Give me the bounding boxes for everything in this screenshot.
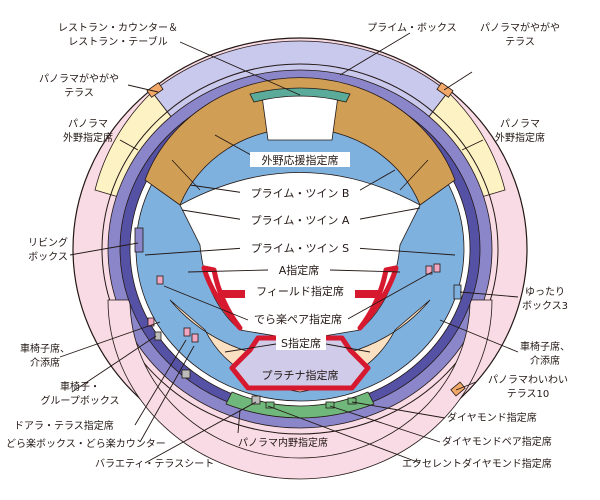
label-outfield-right-line1: パノラマ: [500, 118, 540, 130]
diamond-seats: [225, 391, 375, 419]
label-door-terrace: ドアラ・テラス指定席: [14, 419, 114, 432]
label-wheelchair-left-line2: 介添席: [30, 356, 60, 369]
label-waiwai-line2: テラス10: [507, 388, 550, 400]
label-prime-twin-b: プライム・ツイン B: [251, 187, 350, 200]
exterior-labels: プライム・ボックス レストラン・カウンター＆ レストラン・テーブル パノラマがや…: [6, 21, 570, 470]
label-wheel-group-line1: 車椅子・: [60, 380, 100, 393]
label-outfield-right-line2: 外野指定席: [495, 131, 545, 144]
label-field-reserved: フィールド指定席: [256, 284, 344, 298]
label-yuttari-line2: ボックス3: [522, 300, 568, 312]
label-diamond: ダイヤモンド指定席: [447, 411, 537, 424]
label-outfield-left-line2: 外野指定席: [63, 131, 113, 144]
label-restaurant-line1: レストラン・カウンター＆: [58, 22, 178, 34]
label-deraraku-box: どら楽ボックス・どら楽カウンター: [6, 437, 166, 450]
label-deraraku-pair: でら楽ペア指定席: [254, 312, 342, 326]
gaya-terrace-right: [436, 82, 454, 98]
label-yuttari-line1: ゆったり: [525, 286, 565, 298]
label-panorama-infield: パノラマ内野指定席: [238, 436, 328, 449]
label-wheelchair-right-line2: 介添席: [530, 354, 560, 367]
interior-labels: 外野応援指定席 プライム・ツイン B プライム・ツイン A プライム・ツイン S…: [240, 152, 360, 382]
label-prime-twin-a: プライム・ツイン A: [251, 214, 350, 227]
label-gaya-left-line1: パノラマがやがや: [39, 72, 119, 85]
field-wing-left: [201, 265, 243, 331]
label-restaurant-line2: レストラン・テーブル: [68, 35, 167, 48]
label-excellent-diamond: エクセレントダイヤモンド指定席: [402, 457, 552, 470]
label-prime-box: プライム・ボックス: [367, 22, 457, 34]
label-prime-twin-s: プライム・ツイン S: [251, 242, 349, 255]
outfield-cheer-seats: [144, 77, 456, 206]
label-diamond-pair: ダイヤモンドペア指定席: [442, 435, 552, 448]
label-gaya-right-line1: パノラマがやがや: [480, 21, 560, 34]
label-wheelchair-left-line1: 車椅子席、: [20, 342, 70, 355]
label-gaya-left-line2: テラス: [64, 87, 94, 99]
label-living-line1: リビング: [28, 236, 68, 249]
field-wing-right: [357, 265, 399, 331]
label-wheel-group-line2: グループボックス: [40, 394, 119, 407]
label-living-line2: ボックス: [28, 251, 68, 263]
label-gaya-right-line2: テラス: [505, 36, 535, 48]
living-box: [134, 227, 144, 253]
label-outfield-left-line1: パノラマ: [68, 118, 108, 130]
yuttari-box: [453, 284, 462, 300]
gaya-terrace-left: [146, 82, 164, 98]
label-platinum-reserved: プラチナ指定席: [262, 368, 339, 382]
label-outfield-cheer: 外野応援指定席: [262, 153, 339, 167]
label-variety-terrace: バラエティ・テラスシート: [95, 458, 214, 470]
label-wheelchair-right-line1: 車椅子席、: [520, 340, 570, 353]
label-a-reserved: A指定席: [279, 263, 320, 277]
prime-box-teal: [249, 87, 351, 103]
label-waiwai-line1: パノラマわいわい: [488, 374, 568, 386]
label-s-reserved: S指定席: [281, 336, 321, 350]
